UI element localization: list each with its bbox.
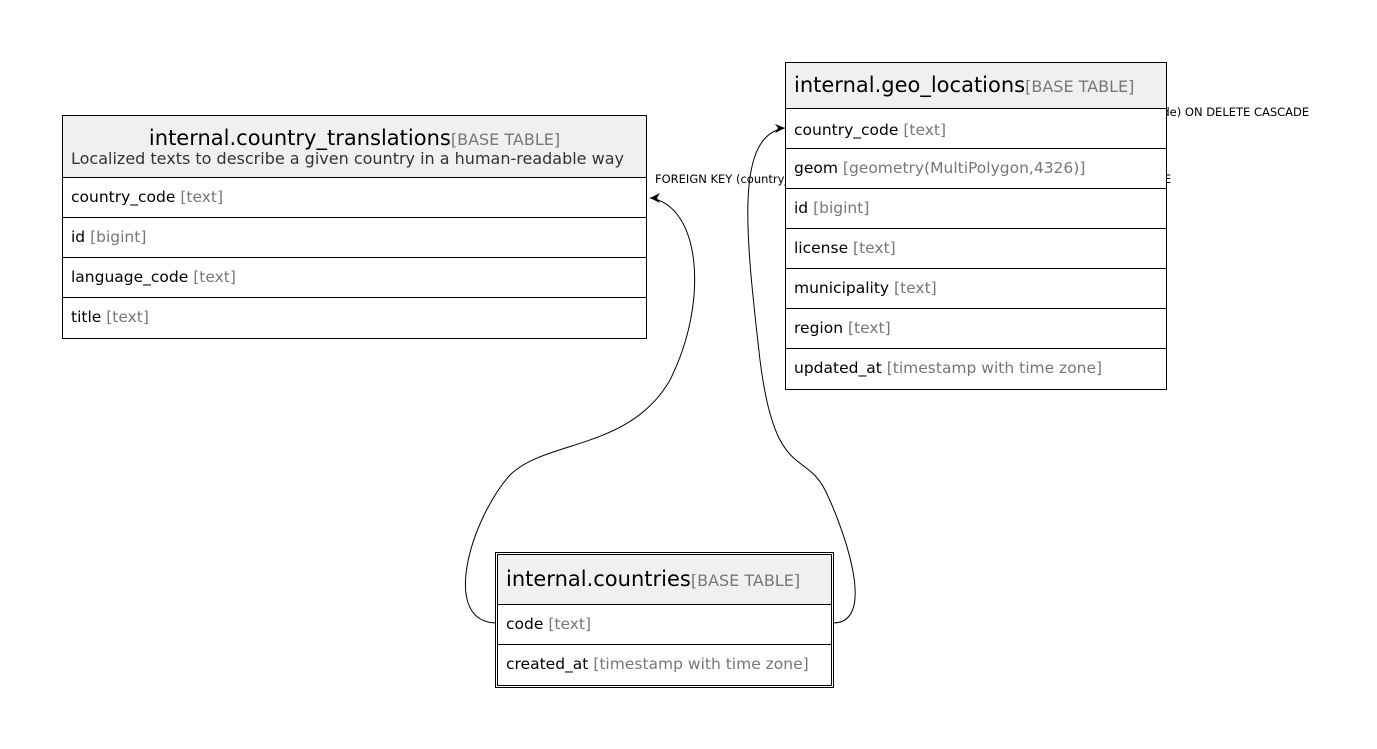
table-name: internal.countries — [506, 567, 691, 591]
table-country-translations[interactable]: internal.country_translations[BASE TABLE… — [62, 115, 647, 339]
column-name: id — [794, 199, 809, 217]
column-type: [text] — [853, 239, 896, 257]
column-type: [text] — [894, 279, 937, 297]
column-name: created_at — [506, 655, 589, 673]
fk-edge-country-translations — [464, 197, 696, 624]
column-name: municipality — [794, 279, 890, 297]
column-row[interactable]: municipality [text] — [786, 269, 1166, 309]
column-type: [text] — [548, 615, 592, 633]
table-header: internal.countries[BASE TABLE] — [498, 555, 831, 605]
column-row[interactable]: updated_at [timestamp with time zone] — [786, 349, 1166, 389]
column-row[interactable]: license [text] — [786, 229, 1166, 269]
table-description: Localized texts to describe a given coun… — [71, 149, 624, 168]
column-type: [text] — [106, 308, 149, 326]
column-type: [bigint] — [90, 228, 147, 246]
table-kind: [BASE TABLE] — [450, 130, 561, 149]
column-row[interactable]: code [text] — [498, 605, 831, 645]
table-countries[interactable]: internal.countries[BASE TABLE] code [tex… — [495, 552, 834, 688]
column-row[interactable]: geom [geometry(MultiPolygon,4326)] — [786, 149, 1166, 189]
table-header: internal.country_translations[BASE TABLE… — [63, 116, 646, 178]
column-type: [text] — [193, 268, 236, 286]
column-row[interactable]: id [bigint] — [63, 218, 646, 258]
column-type: [timestamp with time zone] — [593, 655, 809, 673]
column-type: [timestamp with time zone] — [886, 359, 1103, 377]
column-name: id — [71, 228, 86, 246]
column-row[interactable]: region [text] — [786, 309, 1166, 349]
column-name: region — [794, 319, 844, 337]
column-name: geom — [794, 159, 838, 177]
column-row[interactable]: title [text] — [63, 298, 646, 338]
column-type: [text] — [180, 188, 224, 206]
fk-edge-geo-locations — [747, 127, 856, 624]
table-name: internal.country_translations — [148, 126, 451, 150]
column-row[interactable]: created_at [timestamp with time zone] — [498, 645, 831, 685]
table-geo-locations[interactable]: internal.geo_locations[BASE TABLE] count… — [785, 62, 1167, 390]
arrowhead-icon — [650, 193, 660, 203]
table-kind: [BASE TABLE] — [690, 571, 801, 590]
column-name: code — [506, 615, 544, 633]
column-name: license — [794, 239, 849, 257]
column-type: [text] — [903, 121, 947, 139]
column-type: [text] — [847, 319, 891, 337]
column-name: title — [71, 308, 102, 326]
table-name: internal.geo_locations — [794, 73, 1026, 97]
column-row[interactable]: country_code [text] — [786, 109, 1166, 149]
column-name: country_code — [71, 188, 176, 206]
column-name: language_code — [71, 268, 189, 286]
column-name: country_code — [794, 121, 899, 139]
column-type: [geometry(MultiPolygon,4326)] — [842, 159, 1086, 177]
arrowhead-icon — [775, 124, 785, 133]
column-row[interactable]: language_code [text] — [63, 258, 646, 298]
column-name: updated_at — [794, 359, 882, 377]
column-type: [bigint] — [813, 199, 870, 217]
table-kind: [BASE TABLE] — [1025, 77, 1135, 96]
table-header: internal.geo_locations[BASE TABLE] — [786, 63, 1166, 109]
column-row[interactable]: id [bigint] — [786, 189, 1166, 229]
column-row[interactable]: country_code [text] — [63, 178, 646, 218]
